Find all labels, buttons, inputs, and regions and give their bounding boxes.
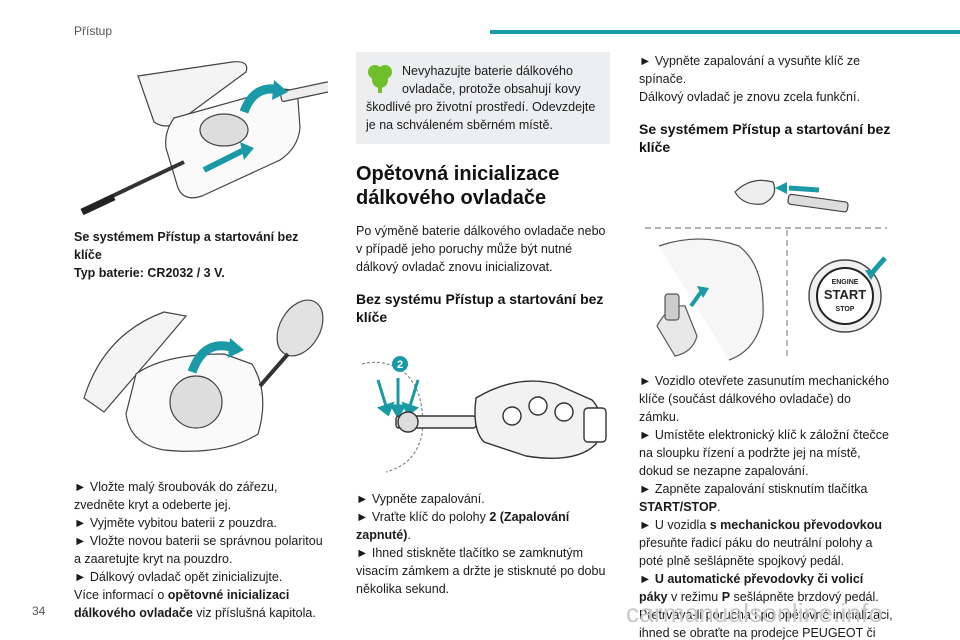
key-fob-icon: 2: [356, 334, 610, 476]
more-prefix: Více informací o: [74, 588, 168, 602]
step-suffix: .: [717, 500, 721, 514]
page-number: 34: [32, 604, 46, 618]
step-item: Ihned stiskněte tlačítko se zamknutým vi…: [356, 544, 610, 598]
closing-text: Přetrvává-li porucha i po opětovné inici…: [639, 608, 893, 640]
step-item: U automatické převodovky či volicí páky …: [639, 570, 893, 606]
step-text: v režimu: [667, 590, 722, 604]
step-item: Dálkový ovladač opět zinicializujte.: [74, 568, 328, 586]
step-suffix: .: [407, 528, 411, 542]
start-button-line2: START: [824, 287, 866, 302]
step-suffix: přesuňte řadicí páku do neutrální polohy…: [639, 536, 873, 568]
step-item: Vraťte klíč do polohy 2 (Zapalování zapn…: [356, 508, 610, 544]
column-3: Vypněte zapalování a vysuňte klíč ze spí…: [639, 52, 893, 640]
step-text: Zapněte zapalování stisknutím tlačítka: [654, 482, 868, 496]
column-1: Se systémem Přístup a startování bez klí…: [74, 52, 328, 622]
column-2: Nevyhazujte baterie dálkového ovladače, …: [356, 52, 610, 598]
step-bold: s mechanickou převodovkou: [709, 518, 883, 532]
figure-battery-replacement: [74, 294, 328, 462]
key-fob-icon: [734, 179, 849, 213]
start-button-line1: ENGINE: [832, 279, 859, 286]
subheading-with-keyless: Se systémem Přístup a startování bez klí…: [639, 121, 891, 155]
figure-backup-reader: ENGINE START STOP: [639, 166, 893, 362]
step-item: Vypněte zapalování a vysuňte klíč ze spí…: [639, 52, 893, 88]
step-bold: 2 (Zapalování zapnuté): [356, 510, 570, 542]
more-info: Více informací o opětovné inicializaci d…: [74, 586, 328, 622]
section-label: Přístup: [74, 24, 113, 38]
watermark: carmanualsonline.info: [626, 598, 884, 628]
step-item: Vozidlo otevřete zasunutím mechanického …: [639, 372, 893, 426]
more-suffix: viz příslušná kapitola.: [192, 606, 316, 620]
step-item: Vložte malý šroubovák do zářezu, zvednět…: [74, 478, 328, 514]
caption-line-1: Se systémem Přístup a startování bez klí…: [74, 230, 299, 262]
intro-text: Po výměně baterie dálkového ovladače neb…: [356, 224, 606, 274]
figure-key-cover-removal: [74, 52, 328, 220]
recycle-tree-icon: [368, 65, 392, 93]
step-item: Vyjměte vybitou baterii z pouzdra.: [74, 514, 328, 532]
subheading-without-keyless: Bez systému Přístup a startování bez klí…: [356, 291, 604, 325]
header-accent-bar: [490, 30, 960, 34]
step-bold: P: [721, 590, 731, 604]
eco-note: Nevyhazujte baterie dálkového ovladače, …: [356, 52, 610, 144]
figure-backup-reader-svg: ENGINE START STOP: [639, 166, 893, 362]
figure-key-ignition: 2: [356, 334, 610, 476]
start-stop-button-icon: ENGINE START STOP: [808, 259, 882, 333]
step-item: Umístěte elektronický klíč k záložní čte…: [639, 426, 893, 480]
step-bold: U automatické převodovky či volicí páky: [639, 572, 864, 604]
steps-list-2: Vypněte zapalování. Vraťte klíč do poloh…: [356, 490, 610, 598]
screwdriver-icon: [74, 294, 328, 462]
step-item: Zapněte zapalování stisknutím tlačítka S…: [639, 480, 893, 516]
step-item: Vypněte zapalování.: [356, 490, 610, 508]
eco-note-text: Nevyhazujte baterie dálkového ovladače, …: [366, 64, 596, 132]
start-button-line3: STOP: [836, 306, 855, 313]
steps-list-3: Vozidlo otevřete zasunutím mechanického …: [639, 372, 893, 640]
step-text: Vraťte klíč do polohy: [371, 510, 490, 524]
page-heading: Opětovná inicializace dálkového ovladače: [356, 163, 560, 209]
step-item: U vozidla s mechanickou převodovkou přes…: [639, 516, 893, 570]
step-item: Vložte novou baterii se správnou polarit…: [74, 532, 328, 568]
step-suffix: sešlápněte brzdový pedál.: [730, 590, 879, 604]
arrow-icon: [775, 182, 787, 194]
position-label: 2: [397, 359, 403, 371]
caption-line-2: Typ baterie: CR2032 / 3 V.: [74, 266, 225, 280]
step-text: U vozidla: [654, 518, 710, 532]
step-bold: START/STOP: [639, 500, 718, 514]
key-fob-icon: [74, 52, 328, 220]
more-link-text: opětovné inicializaci dálkového ovladače: [74, 588, 290, 620]
status-text: Dálkový ovladač je znovu zcela funkční.: [639, 90, 860, 104]
steps-list-1: Vložte malý šroubovák do zářezu, zvednět…: [74, 478, 328, 622]
